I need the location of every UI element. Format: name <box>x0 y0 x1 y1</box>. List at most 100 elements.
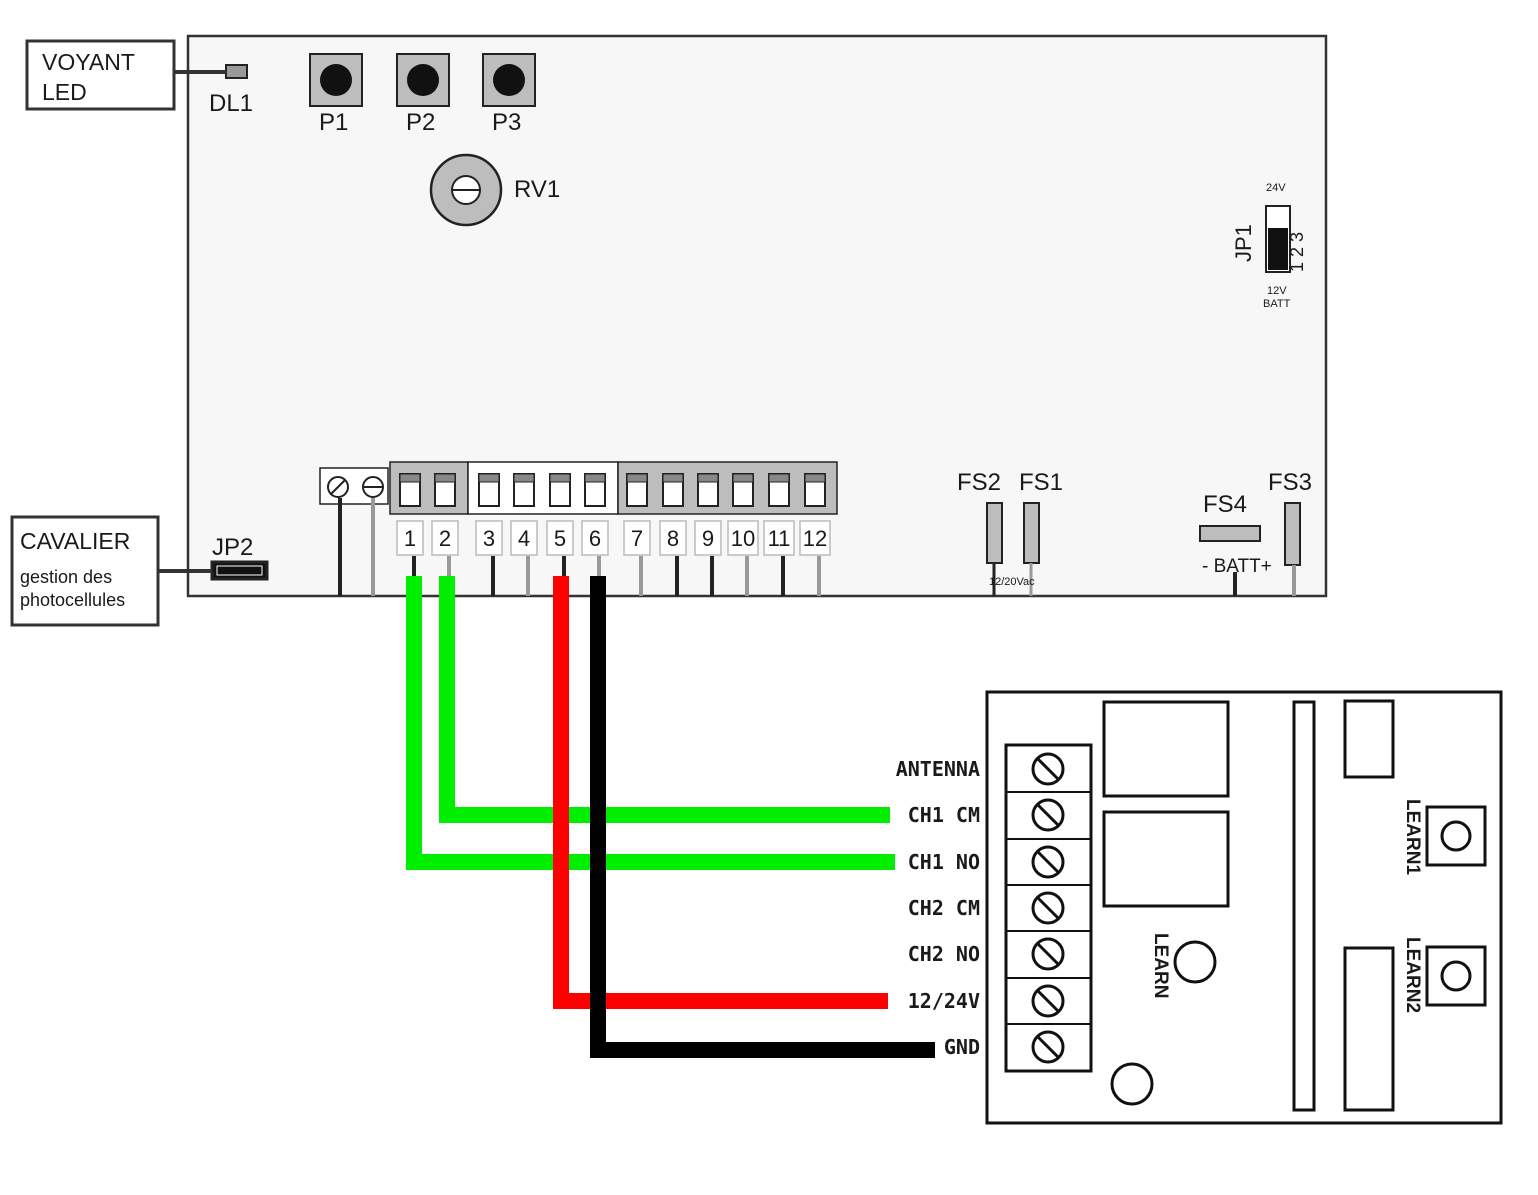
terminal-12[interactable] <box>804 473 826 507</box>
terminal-label-12: 12 <box>799 520 831 556</box>
terminal-label-1: 1 <box>396 520 424 556</box>
terminal-2[interactable] <box>434 473 456 507</box>
cavalier-line-2: photocellules <box>20 590 125 610</box>
terminal-10[interactable] <box>732 473 754 507</box>
receiver-screw-gnd[interactable] <box>1006 1023 1091 1064</box>
fs1-label: FS1 <box>1019 469 1063 496</box>
potentiometer-rv1[interactable] <box>429 153 503 227</box>
terminal-8[interactable] <box>662 473 684 507</box>
button-p1[interactable] <box>309 53 363 107</box>
jumper-jp1[interactable] <box>1265 205 1291 273</box>
cavalier-callout: CAVALIER gestion des photocellules <box>10 515 160 627</box>
relay-1 <box>1102 700 1230 798</box>
terminal-label-10: 10 <box>727 520 759 556</box>
terminal-label-8: 8 <box>659 520 687 556</box>
component-bottom-right <box>1343 946 1395 1112</box>
receiver-pin-label-ch1-no: CH1 NO <box>908 850 980 874</box>
fs4-label: FS4 <box>1203 491 1247 518</box>
fs3-label: FS3 <box>1268 469 1312 496</box>
fs-voltage-note: 12/20Vac <box>989 576 1035 588</box>
learn2-button[interactable] <box>1425 945 1487 1007</box>
terminal-7[interactable] <box>626 473 648 507</box>
bottom-led <box>1110 1062 1154 1106</box>
svg-text:1: 1 <box>404 526 416 551</box>
svg-text:12: 12 <box>803 526 827 551</box>
receiver-pin-label-ch2-cm: CH2 CM <box>908 896 980 920</box>
svg-text:6: 6 <box>589 526 601 551</box>
voyant-led-callout: VOYANT LED <box>25 39 176 111</box>
vertical-strip <box>1292 700 1316 1112</box>
terminal-label-5: 5 <box>546 520 574 556</box>
learn1-label: LEARN1 <box>1402 799 1423 875</box>
terminal-label-11: 11 <box>763 520 795 556</box>
svg-text:9: 9 <box>702 526 714 551</box>
button-p3[interactable] <box>482 53 536 107</box>
button-p1-label: P1 <box>319 109 348 136</box>
svg-text:3: 3 <box>483 526 495 551</box>
receiver-screw-12-24v[interactable] <box>1006 977 1091 1018</box>
jp1-top-label: 24V <box>1266 182 1286 194</box>
batt-label: - BATT+ <box>1202 556 1272 577</box>
terminal-label-3: 3 <box>475 520 503 556</box>
learn2-label: LEARN2 <box>1402 937 1423 1013</box>
voyant-line-1: VOYANT <box>42 49 135 75</box>
svg-text:5: 5 <box>554 526 566 551</box>
svg-text:2: 2 <box>439 526 451 551</box>
control-board: DL1 P1 P2 P3 RV1 24V 12V BA <box>158 34 1328 598</box>
button-p2[interactable] <box>396 53 450 107</box>
svg-text:7: 7 <box>631 526 643 551</box>
receiver-labels: ANTENNA CH1 CM CH1 NO CH2 CM CH2 NO 12/24V GND <box>896 757 980 1059</box>
receiver-pin-label-ch1-cm: CH1 CM <box>908 803 980 827</box>
terminal-1[interactable] <box>399 473 421 507</box>
terminal-6[interactable] <box>584 473 606 507</box>
receiver-screw-ch1-cm[interactable] <box>1006 791 1091 832</box>
jp1-bottom-label-2: BATT <box>1263 298 1291 310</box>
receiver-screw-antenna[interactable] <box>1031 752 1065 786</box>
receiver-screw-ch1-no[interactable] <box>1006 838 1091 879</box>
jp1-pin-numbers: 1 2 3 <box>1287 232 1307 272</box>
svg-text:4: 4 <box>518 526 530 551</box>
potentiometer-label: RV1 <box>514 176 560 203</box>
connector-fs3 <box>1284 502 1301 566</box>
receiver-screw-ch2-no[interactable] <box>1006 930 1091 971</box>
wire-green-ch1-cm <box>439 576 890 823</box>
terminal-11[interactable] <box>768 473 790 507</box>
terminal-5[interactable] <box>549 473 571 507</box>
terminal-3[interactable] <box>478 473 500 507</box>
connector-fs4 <box>1199 525 1261 542</box>
svg-text:10: 10 <box>731 526 755 551</box>
receiver-screw-ch2-cm[interactable] <box>1006 884 1091 925</box>
receiver-pin-label-gnd: GND <box>944 1035 980 1059</box>
wire-red-power <box>553 576 888 1009</box>
terminal-legs <box>412 556 821 596</box>
wires <box>406 576 935 1058</box>
learn-led <box>1173 940 1217 984</box>
receiver-pin-label-ch2-no: CH2 NO <box>908 942 980 966</box>
wire-green-ch1-no <box>406 576 895 870</box>
component-top-right <box>1343 699 1395 779</box>
receiver-screws <box>1006 752 1091 1064</box>
svg-text:11: 11 <box>768 526 791 551</box>
voyant-line-2: LED <box>42 79 87 105</box>
terminal-label-4: 4 <box>510 520 538 556</box>
receiver-pin-label-12-24v: 12/24V <box>908 989 980 1013</box>
connector-fs2 <box>986 502 1003 564</box>
learn1-button[interactable] <box>1425 805 1487 867</box>
terminal-label-9: 9 <box>694 520 722 556</box>
learn-label: LEARN <box>1150 933 1171 998</box>
jp2-label: JP2 <box>212 534 253 561</box>
terminal-4[interactable] <box>513 473 535 507</box>
led-dl1 <box>225 64 248 79</box>
led-label: DL1 <box>209 90 253 117</box>
terminal-label-6: 6 <box>581 520 609 556</box>
connector-fs1 <box>1023 502 1040 564</box>
fs2-label: FS2 <box>957 469 1001 496</box>
jp1-bottom-label-1: 12V <box>1267 285 1287 297</box>
power-screw-terminal <box>319 467 389 505</box>
terminal-9[interactable] <box>697 473 719 507</box>
wire-black-gnd <box>590 576 935 1058</box>
receiver-pin-label-antenna: ANTENNA <box>896 757 980 781</box>
terminal-label-7: 7 <box>623 520 651 556</box>
